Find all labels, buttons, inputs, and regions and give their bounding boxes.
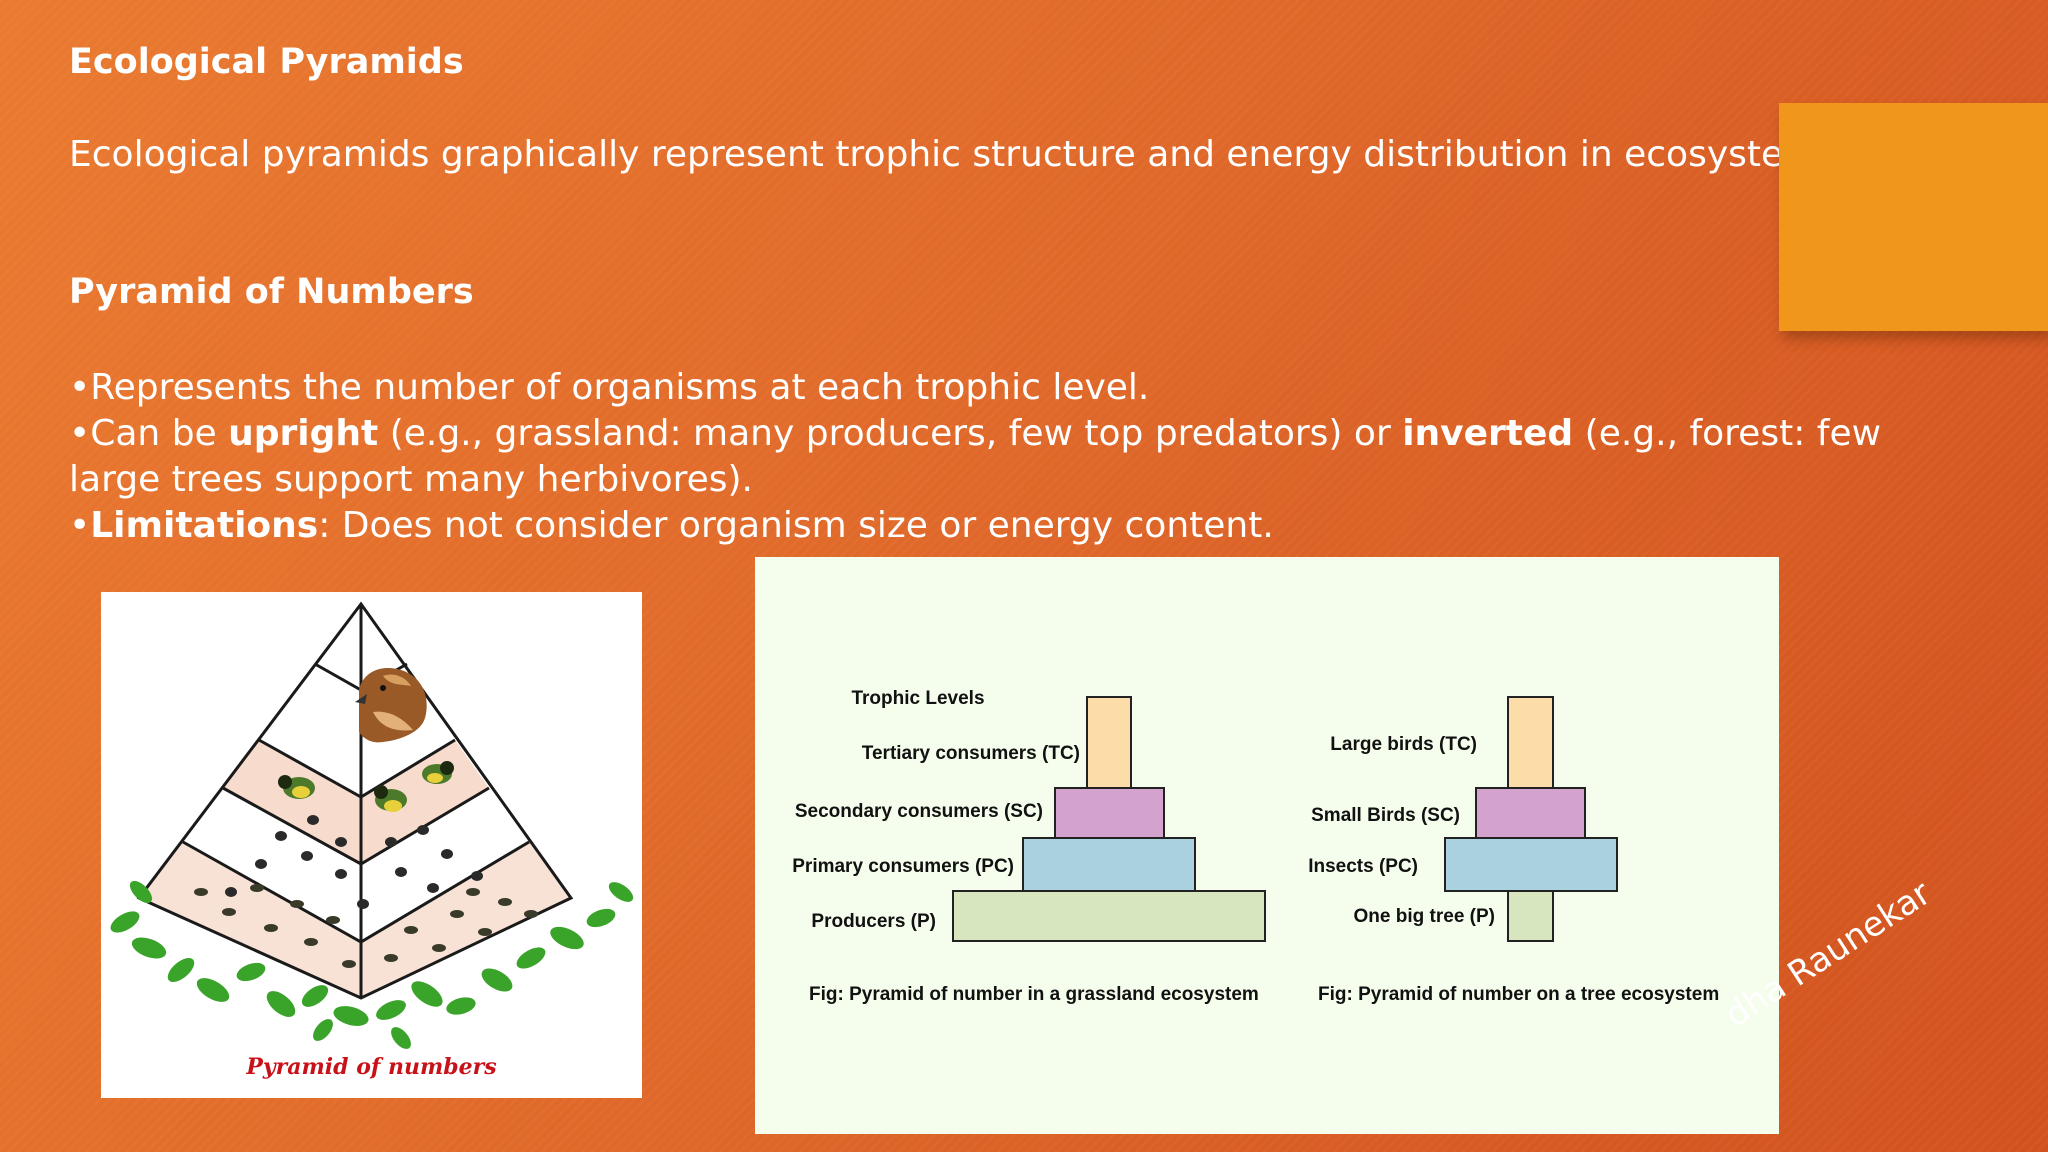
small-bird-icon bbox=[278, 775, 315, 799]
tree-label-primary: Insects (PC) bbox=[1308, 856, 1418, 877]
grassland-label-producers: Producers (P) bbox=[811, 911, 936, 932]
pyramid-bottom-band bbox=[139, 842, 571, 998]
grassland-label-primary: Primary consumers (PC) bbox=[792, 856, 1014, 877]
bullet-text: (e.g., grassland: many producers, few to… bbox=[378, 413, 1403, 454]
bullet-bold-text: inverted bbox=[1402, 413, 1574, 454]
grassland-secondary-bar bbox=[1054, 787, 1165, 839]
pyramid-bird-band bbox=[223, 740, 489, 864]
bullet-item: •Can be upright (e.g., grassland: many p… bbox=[69, 411, 1969, 503]
tree-tertiary-bar bbox=[1507, 696, 1554, 789]
pyramid-illustration-graphic bbox=[110, 601, 634, 1049]
tree-label-tertiary: Large birds (TC) bbox=[1330, 734, 1477, 755]
grassland-primary-bar bbox=[1022, 837, 1196, 892]
hawk-icon bbox=[355, 668, 427, 743]
bullet-text: : Does not consider organism size or ene… bbox=[318, 505, 1274, 546]
tree-label-secondary: Small Birds (SC) bbox=[1311, 805, 1460, 826]
insect-icon bbox=[194, 884, 538, 968]
bullet-list: •Represents the number of organisms at e… bbox=[69, 365, 1969, 549]
pyramid-illustration: Pyramid of numbers bbox=[101, 592, 642, 1098]
intro-text: Ecological pyramids graphically represen… bbox=[69, 134, 1837, 175]
bullet-text: (e.g., forest: few large trees support m… bbox=[69, 413, 1882, 500]
leaf-icon bbox=[110, 880, 634, 1049]
bullet-bold-text: upright bbox=[228, 413, 379, 454]
small-bird-icon bbox=[422, 761, 454, 784]
bullet-item: •Represents the number of organisms at e… bbox=[69, 365, 1969, 411]
accent-box bbox=[1779, 103, 2048, 331]
insect-icon bbox=[225, 815, 483, 909]
bullet-item: •Limitations: Does not consider organism… bbox=[69, 503, 1969, 549]
trophic-levels-header: Trophic Levels bbox=[851, 688, 984, 709]
bullet-text: • bbox=[69, 505, 91, 546]
trophic-diagram-graphic: Trophic Levels Tertiary consumers (TC) S… bbox=[792, 688, 1719, 1005]
tree-caption: Fig: Pyramid of number on a tree ecosyst… bbox=[1318, 984, 1719, 1005]
bullet-bold-text: Limitations bbox=[90, 505, 319, 546]
tree-secondary-bar bbox=[1475, 787, 1586, 839]
trophic-diagram: Trophic Levels Tertiary consumers (TC) S… bbox=[755, 557, 1779, 1134]
grassland-label-secondary: Secondary consumers (SC) bbox=[795, 801, 1043, 822]
bullet-text: •Can be bbox=[69, 413, 229, 454]
tree-label-producers: One big tree (P) bbox=[1354, 906, 1495, 927]
grassland-label-tertiary: Tertiary consumers (TC) bbox=[862, 743, 1080, 764]
small-bird-icon bbox=[374, 785, 407, 812]
grassland-producer-bar bbox=[952, 890, 1266, 942]
pyramid-caption: Pyramid of numbers bbox=[246, 1054, 497, 1080]
grassland-tertiary-bar bbox=[1086, 696, 1132, 789]
section-title: Pyramid of Numbers bbox=[69, 272, 474, 312]
bullet-text: •Represents the number of organisms at e… bbox=[69, 367, 1150, 408]
tree-primary-bar bbox=[1444, 837, 1618, 892]
slide-title: Ecological Pyramids bbox=[69, 42, 464, 82]
tree-producer-bar bbox=[1507, 890, 1554, 942]
grassland-caption: Fig: Pyramid of number in a grassland ec… bbox=[809, 984, 1259, 1005]
